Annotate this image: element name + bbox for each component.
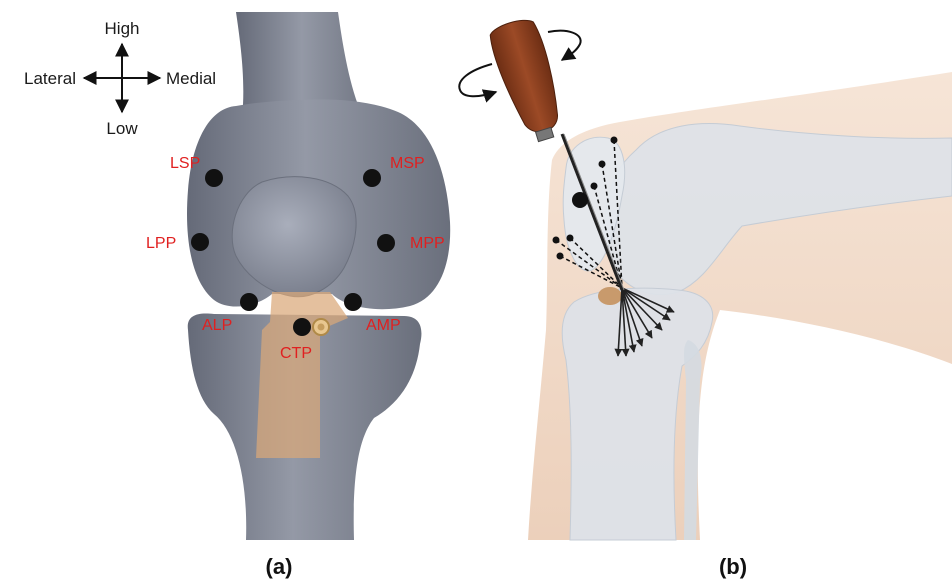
- direction-lateral: Lateral: [24, 69, 76, 88]
- rotation-arrow-left: [459, 64, 496, 96]
- point-amp-label: AMP: [366, 317, 401, 334]
- point-lpp-marker: [191, 233, 209, 251]
- trajectory-end-3: [591, 183, 598, 190]
- point-ctp-marker: [293, 318, 311, 336]
- point-ctp-label: CTP: [280, 345, 312, 362]
- panel-a: High Low Lateral Medial LSP LPP ALP MSP …: [24, 12, 450, 579]
- direction-low: Low: [106, 119, 138, 138]
- direction-medial: Medial: [166, 69, 216, 88]
- trajectory-end-5: [553, 237, 560, 244]
- caption-b: (b): [719, 554, 747, 579]
- trajectory-end-6: [557, 253, 564, 260]
- direction-high: High: [105, 19, 140, 38]
- point-lsp-label: LSP: [170, 155, 200, 172]
- point-lsp-marker: [205, 169, 223, 187]
- point-msp-marker: [363, 169, 381, 187]
- tunnel-entry: [598, 287, 622, 305]
- point-alp-label: ALP: [202, 317, 232, 334]
- panel-b: (b): [459, 15, 952, 579]
- rotation-arrow-right: [548, 31, 581, 60]
- trajectory-end-2: [599, 161, 606, 168]
- point-amp-marker: [344, 293, 362, 311]
- direction-cross: High Low Lateral Medial: [24, 19, 216, 138]
- point-alp-marker: [240, 293, 258, 311]
- point-msp-label: MSP: [390, 155, 425, 172]
- awl-handle: [487, 15, 570, 146]
- awl-handle-body: [487, 15, 568, 139]
- trajectory-end-1: [611, 137, 618, 144]
- caption-a: (a): [266, 554, 293, 579]
- point-mpp-label: MPP: [410, 235, 445, 252]
- fibula-translucent: [684, 340, 702, 540]
- awl-marker: [572, 192, 588, 208]
- point-lpp-label: LPP: [146, 235, 176, 252]
- trajectory-end-4: [567, 235, 574, 242]
- tunnel-ring-inner: [318, 324, 325, 331]
- point-mpp-marker: [377, 234, 395, 252]
